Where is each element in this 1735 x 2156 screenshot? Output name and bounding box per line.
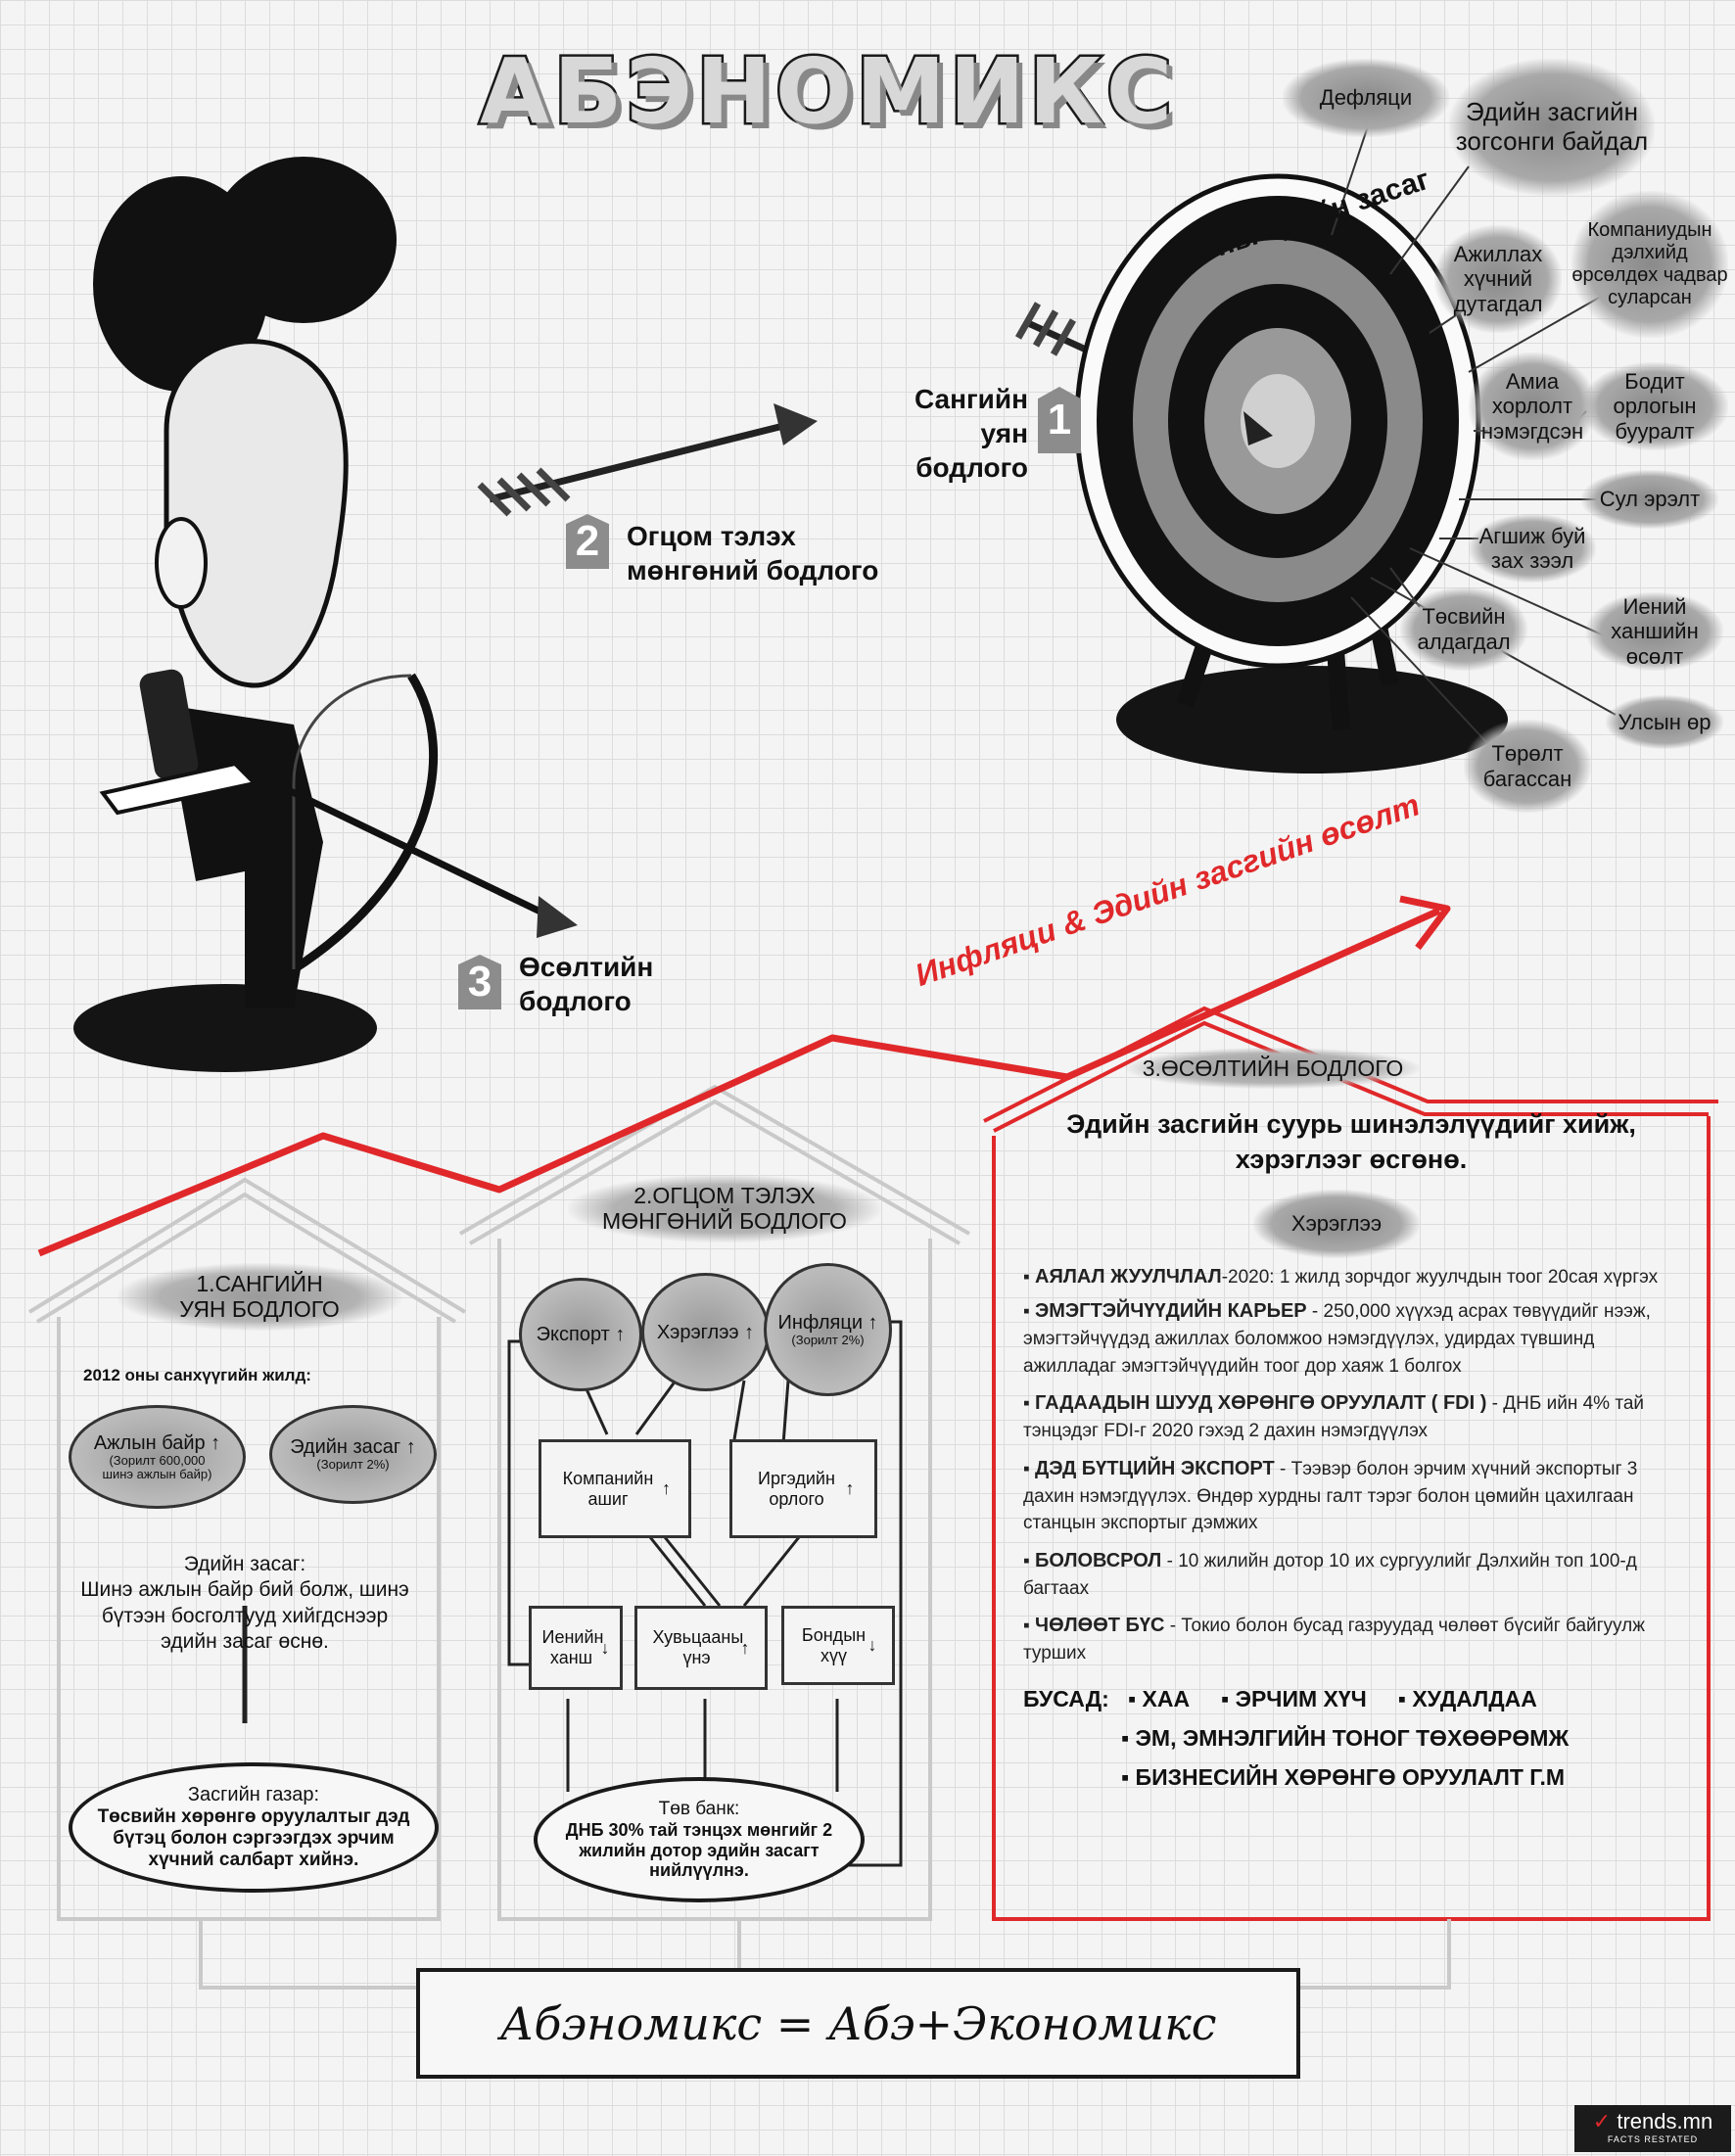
cloud-weak-demand: Сул эрэлт: [1581, 470, 1718, 529]
list-item: ▪ ГАДААДЫН ШУУД ХӨРӨНГӨ ОРУУЛАЛТ ( FDI )…: [1023, 1392, 1645, 1442]
brand-name: trends.mn: [1617, 2109, 1713, 2133]
cloud-deflation: Дефляци: [1283, 59, 1449, 137]
cloud-competitiveness: Компаниудын дэлхийд өрсөлдөх чадвар сула…: [1571, 191, 1728, 338]
box-citizen-income: Иргэдийн орлого ↑: [729, 1439, 877, 1538]
bubble-jobs: Ажлын байр ↑ (Зорилт 600,000 шинэ ажлын …: [69, 1405, 246, 1509]
box-stock-price: Хувьцааны үнэ↑: [634, 1606, 768, 1690]
house-1-year-note: 2012 оны санхүүгийн жилд:: [83, 1366, 311, 1384]
target-illustration: [1074, 173, 1508, 773]
list-item: ▪ ДЭД БҮТЦИЙН ЭКСПОРТ - Тээвэр болон эрч…: [1023, 1457, 1638, 1534]
other-sectors: БУСАД: ▪ ХАА ▪ ЭРЧИМ ХҮЧ ▪ ХУДАЛДАА ▪ ЭМ…: [1023, 1685, 1570, 1791]
cloud-real-income: Бодит орлогын бууралт: [1581, 362, 1728, 450]
cloud-stagnation: Эдийн засгийн зогсонги байдал: [1449, 59, 1655, 196]
formula-box: Абэномикс = Абэ+Экономикс: [416, 1968, 1300, 2079]
house-3-title: 3.ӨСӨЛТИЙН БОДЛОГО: [1126, 1048, 1420, 1090]
cloud-suicide: Амиа хорлолт нэмэгдсэн: [1469, 352, 1596, 460]
bubble-economy: Эдийн засаг ↑ (Зорилт 2%): [269, 1405, 437, 1504]
cloud-public-debt: Улсын өр: [1606, 695, 1723, 749]
house-3-lead: Эдийн засгийн суурь шинэлэлүүдийг хийж, …: [1066, 1109, 1636, 1175]
brand-badge: ✓ trends.mn FACTS RESTATED: [1574, 2105, 1731, 2152]
growth-policy-list: ▪ АЯЛАЛ ЖУУЛЧЛАЛ-2020: 1 жилд зорчдог жу…: [1023, 1263, 1669, 1798]
central-bank-oval: Төв банк: ДНБ 30% тай тэнцэх мөнгийг 2 ж…: [534, 1777, 865, 1902]
list-item: ▪ БОЛОВСРОЛ - 10 жилийн дотор 10 их сург…: [1023, 1549, 1637, 1599]
arrow-2-tag: 2: [566, 514, 609, 569]
arrow-2-illustration: [477, 403, 818, 517]
cloud-labor-shortage: Ажиллах хүчний дутагдал: [1434, 225, 1562, 333]
cloud-shrinking-market: Агшиж буй зах зээл: [1469, 514, 1596, 583]
bubble-consumption: Хэрэглээ ↑: [641, 1273, 770, 1391]
box-bond-rate: Бондын хүү↓: [781, 1606, 895, 1685]
arrow-3-tag: 3: [458, 955, 501, 1009]
archer-illustration: [73, 157, 578, 1072]
cloud-birth-decline: Төрөлт багассан: [1464, 720, 1591, 813]
formula-connector: [199, 1919, 1451, 1990]
bubble-export: Экспорт ↑: [519, 1278, 642, 1391]
government-oval: Засгийн газар: Төсвийн хөрөнгө оруулалты…: [69, 1762, 439, 1893]
list-item: ▪ ЧӨЛӨӨТ БҮС - Токио болон бусад газрууд…: [1023, 1615, 1645, 1664]
list-item: ▪ АЯЛАЛ ЖУУЛЧЛАЛ-2020: 1 жилд зорчдог жу…: [1023, 1266, 1659, 1288]
box-company-profit: Компанийн ашиг ↑: [539, 1439, 691, 1538]
arrow-1-tag: 1: [1038, 387, 1081, 453]
cloud-yen-rise: Иений ханшийн өсөлт: [1586, 592, 1723, 671]
formula-text: Абэномикс = Абэ+Экономикс: [499, 1996, 1217, 2050]
page-title: АБЭНОМИКС: [478, 37, 1177, 147]
list-item: ▪ ЭМЭГТЭЙЧҮҮДИЙН КАРЬЕР - 250,000 хүүхэд…: [1023, 1300, 1651, 1377]
bubble-inflation: Инфляци ↑ (Зорилт 2%): [764, 1263, 892, 1396]
cloud-consumption: Хэрэглээ: [1253, 1190, 1420, 1258]
brand-tagline: FACTS RESTATED: [1607, 2134, 1699, 2144]
box-yen-rate: Иенийн ханш↓: [529, 1606, 623, 1690]
cloud-budget-deficit: Төсвийн алдагдал: [1400, 587, 1527, 671]
house-1-econ-text: Эдийн засаг: Шинэ ажлын байр бий болж, ш…: [80, 1553, 409, 1653]
